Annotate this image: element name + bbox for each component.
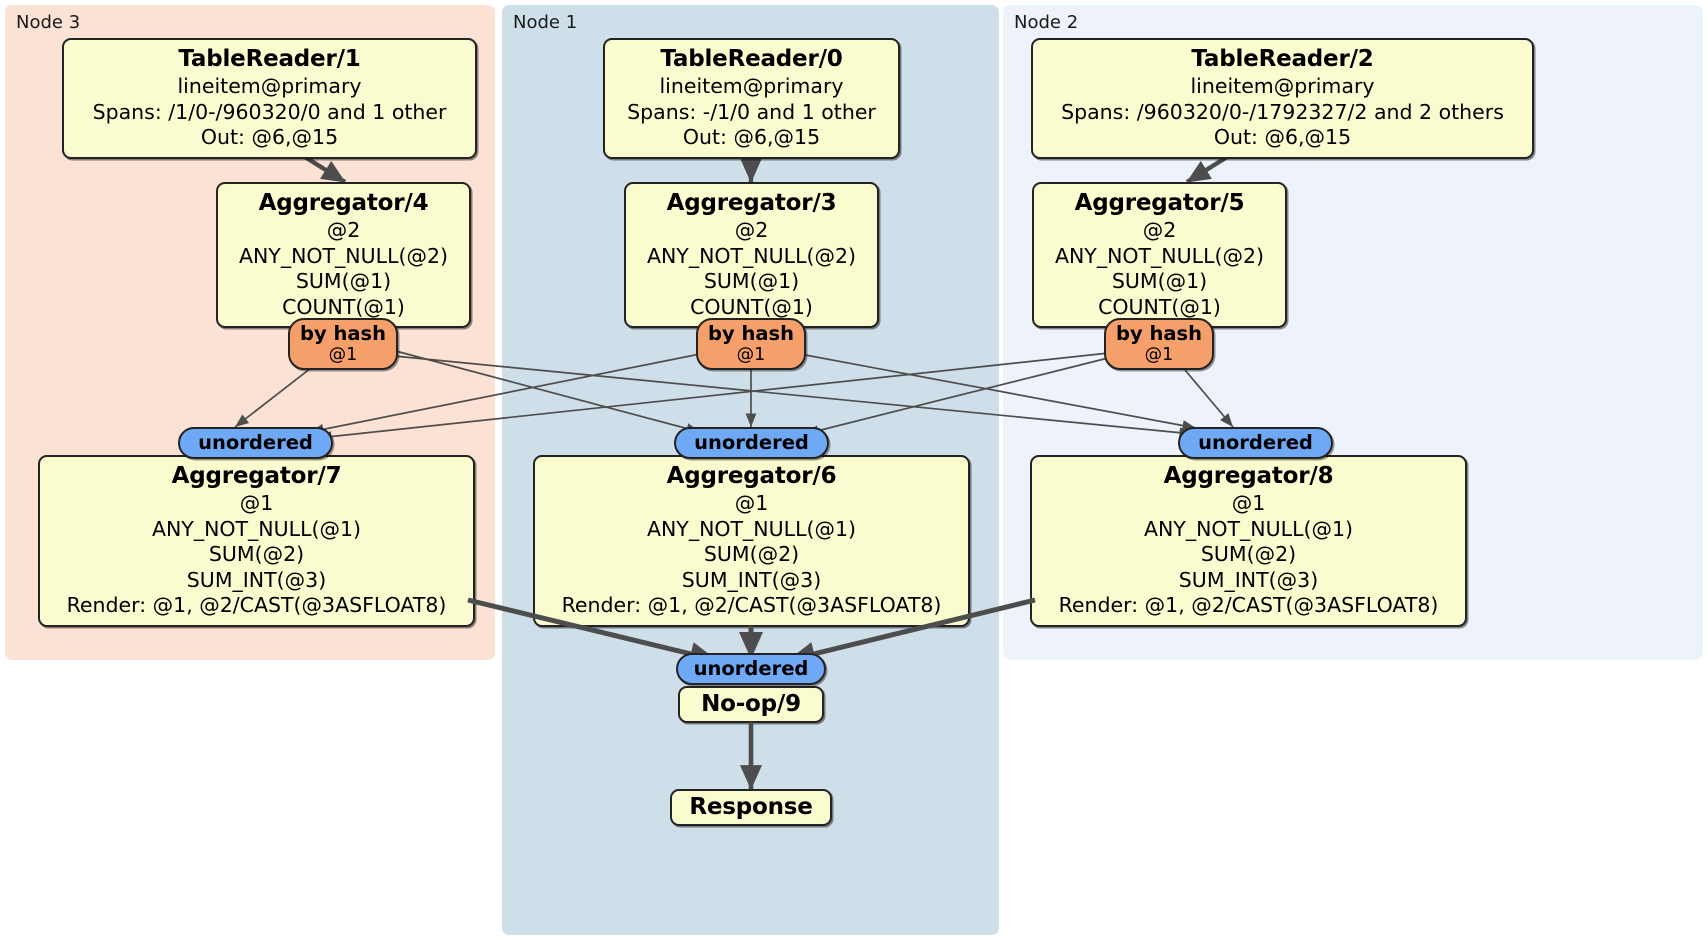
processor-line: SUM(@2) xyxy=(1200,542,1297,566)
processor-aggregator-5[interactable]: Aggregator/5 @2 ANY_NOT_NULL(@2) SUM(@1)… xyxy=(1032,182,1287,328)
synchronizer-label: unordered xyxy=(694,431,809,454)
processor-aggregator-3[interactable]: Aggregator/3 @2 ANY_NOT_NULL(@2) SUM(@1)… xyxy=(624,182,879,328)
router-by-hash-aggregator-4[interactable]: by hash @1 xyxy=(288,318,398,370)
processor-tablereader-0[interactable]: TableReader/0 lineitem@primary Spans: -/… xyxy=(603,38,900,159)
processor-title: TableReader/2 xyxy=(1191,46,1374,72)
processor-render-line: Render: @1, @2/CAST(@3ASFLOAT8) xyxy=(1058,593,1439,617)
processor-title: Aggregator/4 xyxy=(258,190,429,216)
processor-line: ANY_NOT_NULL(@2) xyxy=(1054,243,1265,268)
processor-title: No-op/9 xyxy=(701,691,801,717)
processor-tablereader-2[interactable]: TableReader/2 lineitem@primary Spans: /9… xyxy=(1031,38,1534,159)
processor-line: @2 xyxy=(326,218,361,242)
processor-line: COUNT(@1) xyxy=(1098,294,1221,319)
processor-line: lineitem@primary xyxy=(177,74,362,98)
processor-line: ANY_NOT_NULL(@1) xyxy=(1143,516,1354,541)
router-kind-label: by hash xyxy=(1116,322,1202,345)
processor-line: Spans: /1/0-/960320/0 and 1 other xyxy=(92,99,447,124)
processor-response[interactable]: Response xyxy=(670,789,832,826)
processor-title: Aggregator/6 xyxy=(666,463,837,489)
synchronizer-unordered-aggregator-6[interactable]: unordered xyxy=(674,427,829,459)
processor-line: @1 xyxy=(239,491,274,515)
processor-line: ANY_NOT_NULL(@2) xyxy=(238,243,449,268)
processor-title: Aggregator/5 xyxy=(1074,190,1245,216)
processor-line: @1 xyxy=(1231,491,1266,515)
processor-line: lineitem@primary xyxy=(1190,74,1375,98)
processor-line: Out: @6,@15 xyxy=(200,125,339,149)
processor-title: Aggregator/3 xyxy=(666,190,837,216)
processor-line: Out: @6,@15 xyxy=(682,125,821,149)
processor-line: Out: @6,@15 xyxy=(1213,125,1352,149)
processor-line: lineitem@primary xyxy=(659,74,844,98)
processor-line: SUM(@1) xyxy=(703,269,800,293)
cluster-label-node-1: Node 1 xyxy=(513,12,578,33)
processor-tablereader-1[interactable]: TableReader/1 lineitem@primary Spans: /1… xyxy=(62,38,477,159)
cluster-label-node-2: Node 2 xyxy=(1014,12,1079,33)
router-kind-label: by hash xyxy=(300,322,386,345)
processor-aggregator-8[interactable]: Aggregator/8 @1 ANY_NOT_NULL(@1) SUM(@2)… xyxy=(1030,455,1467,627)
processor-line: @2 xyxy=(734,218,769,242)
processor-line: SUM_INT(@3) xyxy=(186,567,327,592)
router-column-label: @1 xyxy=(328,345,358,365)
synchronizer-label: unordered xyxy=(1198,431,1313,454)
processor-line: ANY_NOT_NULL(@1) xyxy=(646,516,857,541)
processor-line: @2 xyxy=(1142,218,1177,242)
processor-line: COUNT(@1) xyxy=(282,294,405,319)
processor-line: COUNT(@1) xyxy=(690,294,813,319)
processor-line: @1 xyxy=(734,491,769,515)
router-by-hash-aggregator-5[interactable]: by hash @1 xyxy=(1104,318,1214,370)
router-by-hash-aggregator-3[interactable]: by hash @1 xyxy=(696,318,806,370)
cluster-label-node-3: Node 3 xyxy=(16,12,81,33)
processor-aggregator-7[interactable]: Aggregator/7 @1 ANY_NOT_NULL(@1) SUM(@2)… xyxy=(38,455,475,627)
router-column-label: @1 xyxy=(1144,345,1174,365)
processor-title: Aggregator/8 xyxy=(1163,463,1334,489)
synchronizer-unordered-aggregator-8[interactable]: unordered xyxy=(1178,427,1333,459)
processor-line: Spans: -/1/0 and 1 other xyxy=(627,99,876,124)
processor-line: ANY_NOT_NULL(@1) xyxy=(151,516,362,541)
router-column-label: @1 xyxy=(736,345,766,365)
processor-title: TableReader/1 xyxy=(178,46,361,72)
processor-line: Spans: /960320/0-/1792327/2 and 2 others xyxy=(1061,99,1504,124)
processor-title: TableReader/0 xyxy=(660,46,843,72)
processor-line: SUM(@2) xyxy=(208,542,305,566)
processor-line: SUM(@1) xyxy=(295,269,392,293)
processor-line: ANY_NOT_NULL(@2) xyxy=(646,243,857,268)
processor-noop-9[interactable]: No-op/9 xyxy=(678,686,824,723)
processor-line: SUM(@2) xyxy=(703,542,800,566)
processor-line: SUM_INT(@3) xyxy=(681,567,822,592)
synchronizer-unordered-aggregator-7[interactable]: unordered xyxy=(178,427,333,459)
processor-render-line: Render: @1, @2/CAST(@3ASFLOAT8) xyxy=(66,593,447,617)
processor-aggregator-6[interactable]: Aggregator/6 @1 ANY_NOT_NULL(@1) SUM(@2)… xyxy=(533,455,970,627)
processor-title: Aggregator/7 xyxy=(171,463,342,489)
processor-aggregator-4[interactable]: Aggregator/4 @2 ANY_NOT_NULL(@2) SUM(@1)… xyxy=(216,182,471,328)
processor-title: Response xyxy=(689,794,813,820)
synchronizer-label: unordered xyxy=(693,657,809,680)
synchronizer-unordered-noop-9[interactable]: unordered xyxy=(676,653,826,685)
synchronizer-label: unordered xyxy=(198,431,313,454)
router-kind-label: by hash xyxy=(708,322,794,345)
processor-line: SUM(@1) xyxy=(1111,269,1208,293)
processor-line: SUM_INT(@3) xyxy=(1178,567,1319,592)
processor-render-line: Render: @1, @2/CAST(@3ASFLOAT8) xyxy=(561,593,942,617)
